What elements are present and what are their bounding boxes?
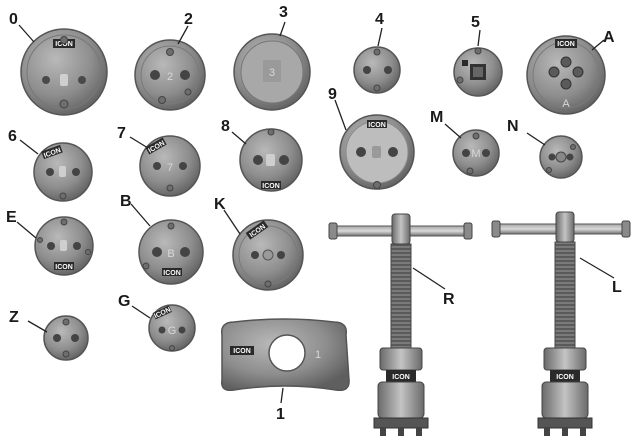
- disc-9: ICON: [339, 114, 415, 190]
- plate-1: ICON 1: [221, 318, 350, 392]
- label-0: 0: [9, 11, 18, 28]
- engraving-2: 2: [167, 71, 173, 83]
- brand-logo: ICON: [262, 183, 280, 190]
- disc-B: B ICON: [138, 219, 204, 285]
- label-E: E: [6, 209, 17, 226]
- disc-0: ICON: [20, 28, 108, 116]
- brand-logo: ICON: [55, 264, 73, 271]
- disc-M: M: [452, 129, 500, 177]
- disc-G: ICON G: [148, 304, 196, 352]
- disc-6: ICON: [33, 142, 93, 202]
- spindle-tool-R: ICON: [328, 213, 473, 436]
- disc-N: [539, 135, 583, 179]
- brand-logo: ICON: [392, 374, 410, 381]
- brand-logo: ICON: [557, 41, 575, 48]
- label-5: 5: [471, 14, 480, 31]
- engraving-A: A: [562, 98, 570, 110]
- disc-Z: [43, 315, 89, 361]
- label-1: 1: [276, 406, 285, 423]
- brand-logo: ICON: [368, 122, 386, 129]
- label-7: 7: [117, 125, 126, 142]
- brand-logo: ICON: [233, 348, 251, 355]
- disc-K: ICON: [232, 219, 304, 291]
- brand-logo: ICON: [163, 270, 181, 277]
- label-Z: Z: [9, 309, 19, 326]
- brand-logo: ICON: [556, 374, 574, 381]
- label-L: L: [612, 279, 622, 296]
- disc-A: ICON A: [526, 35, 606, 115]
- label-3: 3: [279, 4, 288, 21]
- label-6: 6: [8, 128, 17, 145]
- engraving-B: B: [167, 248, 174, 260]
- label-2: 2: [184, 11, 193, 28]
- label-9: 9: [328, 86, 337, 103]
- engraving-M: M: [471, 148, 480, 160]
- label-N: N: [507, 118, 519, 135]
- label-4: 4: [375, 11, 384, 28]
- engraving-7: 7: [167, 162, 173, 174]
- disc-2: 2: [134, 39, 206, 111]
- label-B: B: [120, 193, 132, 210]
- label-M: M: [430, 109, 443, 126]
- brand-logo: ICON: [55, 41, 73, 48]
- disc-3: 3: [233, 33, 311, 111]
- engraving-1: 1: [315, 349, 321, 361]
- label-G: G: [118, 293, 130, 310]
- engraving-G: G: [168, 325, 177, 337]
- disc-5: [453, 47, 503, 97]
- disc-4: [353, 46, 401, 94]
- label-A: A: [603, 29, 615, 46]
- svg-text:3: 3: [269, 67, 275, 79]
- label-8: 8: [221, 118, 230, 135]
- label-R: R: [443, 291, 455, 308]
- spindle-tool-L: ICON: [491, 211, 631, 436]
- disc-E: ICON: [34, 216, 94, 276]
- label-K: K: [214, 196, 226, 213]
- disc-7: ICON 7: [139, 135, 201, 197]
- disc-8: ICON: [239, 128, 303, 192]
